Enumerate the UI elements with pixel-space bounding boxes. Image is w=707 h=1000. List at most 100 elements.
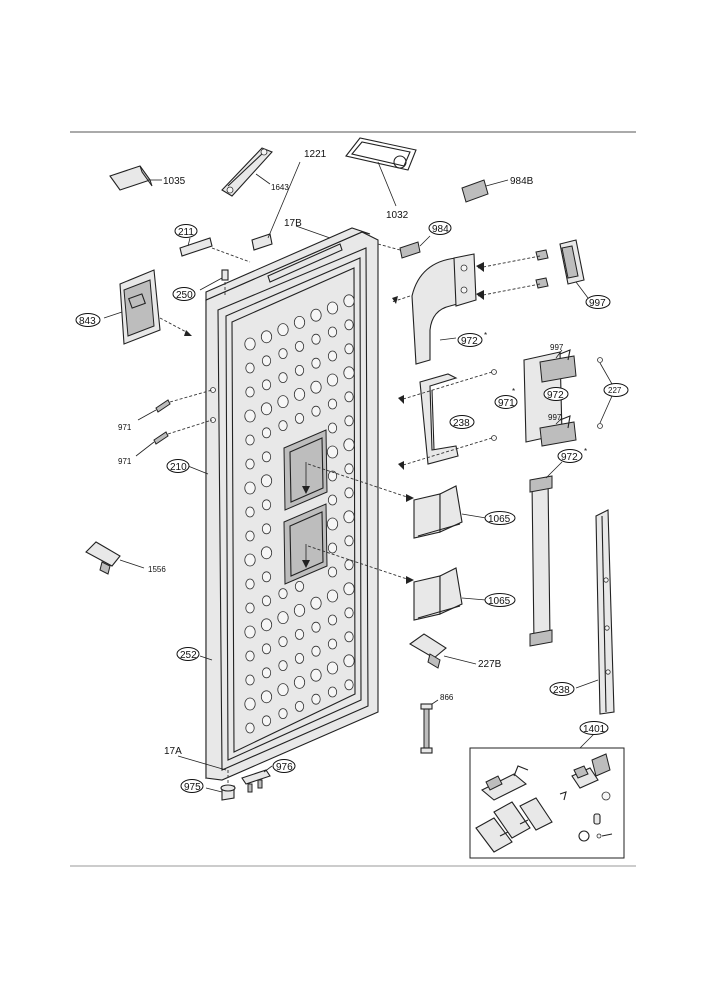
door-dimple <box>245 458 255 470</box>
label-238-long: 238 <box>549 682 575 696</box>
label-227B: 227B <box>478 659 502 670</box>
svg-text:972: 972 <box>547 390 564 401</box>
door-dimple <box>327 398 338 410</box>
label-oval <box>579 721 609 735</box>
svg-text:252: 252 <box>180 650 197 661</box>
door-dimple <box>326 589 339 603</box>
door-dimple <box>343 294 355 308</box>
label-1556: 1556 <box>148 565 166 574</box>
label-oval <box>75 313 101 327</box>
part-1065-lower <box>302 544 487 621</box>
label-oval <box>494 395 518 409</box>
door-dimple <box>326 445 339 459</box>
label-997-top: 997 <box>585 295 611 309</box>
part-972-long-bar <box>529 461 563 647</box>
door-dimple <box>278 420 288 432</box>
lead-210 <box>187 465 209 475</box>
door-dimple <box>244 481 256 495</box>
door-dimple <box>245 506 255 518</box>
label-210: 210 <box>166 459 190 473</box>
door-dimple <box>260 618 273 632</box>
door-dimple <box>311 405 321 417</box>
label-972-upper: 972* <box>457 331 487 347</box>
part-238-handle-mid <box>398 369 497 470</box>
part-866-shape <box>420 699 439 754</box>
door-dimple <box>344 631 354 643</box>
door-dimple <box>278 708 288 719</box>
door-dimple <box>327 542 338 554</box>
svg-text:1643: 1643 <box>271 183 289 192</box>
svg-text:227B: 227B <box>478 659 502 670</box>
door-dimple <box>261 595 272 607</box>
door-dimple <box>278 636 288 647</box>
door-dimple <box>294 701 305 712</box>
door-dimple <box>244 409 256 423</box>
svg-text:1065: 1065 <box>488 596 511 607</box>
part-997-bracket-top <box>476 239 589 300</box>
part-227-clips <box>597 357 613 429</box>
label-oval <box>428 221 452 235</box>
svg-text:17B: 17B <box>284 218 302 229</box>
door-dimple <box>310 380 322 394</box>
door-dimple-pattern <box>244 294 355 734</box>
label-843: 843 <box>75 313 101 327</box>
svg-text:976: 976 <box>276 762 293 773</box>
svg-text:972: 972 <box>461 336 478 347</box>
svg-text:997: 997 <box>550 343 564 352</box>
door-dimple <box>344 391 354 403</box>
svg-text:843: 843 <box>79 316 96 327</box>
label-976: 976 <box>272 759 296 773</box>
part-984-shape <box>377 235 431 259</box>
door-dimple <box>260 474 273 488</box>
label-oval <box>549 682 575 696</box>
door-dimple <box>327 470 338 482</box>
door-dimple <box>327 350 338 362</box>
label-997-hinge-top: 997 <box>550 343 564 352</box>
part-1032-shape <box>345 137 417 207</box>
door-dimple <box>327 326 338 338</box>
label-1032: 1032 <box>386 210 409 221</box>
label-227: 227 <box>603 383 629 397</box>
svg-text:*: * <box>584 447 587 456</box>
part-1035-shape <box>109 165 162 191</box>
label-1065-lower: 1065 <box>484 593 516 607</box>
svg-text:1035: 1035 <box>163 176 186 187</box>
door-dimple <box>245 722 255 734</box>
door-dimple <box>344 487 354 499</box>
svg-text:211: 211 <box>178 227 194 238</box>
svg-text:1556: 1556 <box>148 565 166 574</box>
label-oval <box>174 224 198 238</box>
door-dimple <box>344 343 354 355</box>
door-dimple <box>343 654 355 668</box>
label-984B: 984B <box>510 176 534 187</box>
door-dimple <box>294 340 305 352</box>
svg-text:997: 997 <box>589 298 606 309</box>
part-1065-upper <box>302 462 487 539</box>
door-dimple <box>278 588 288 599</box>
door-assembly <box>205 227 379 781</box>
label-oval <box>585 295 611 309</box>
door-dimple <box>293 676 306 689</box>
label-oval <box>603 383 629 397</box>
part-1556-shape <box>85 541 145 575</box>
part-1643-shape <box>221 147 273 197</box>
door-dimple <box>293 315 306 329</box>
svg-text:971: 971 <box>118 457 132 466</box>
door-dimple <box>344 607 354 619</box>
door-dimple <box>310 308 322 322</box>
label-17B: 17B <box>284 218 302 229</box>
svg-text:866: 866 <box>440 693 454 702</box>
svg-text:250: 250 <box>176 290 193 301</box>
label-975: 975 <box>180 779 204 793</box>
door-dimple <box>244 625 256 639</box>
door-dimple <box>326 301 339 315</box>
svg-text:1065: 1065 <box>488 514 511 525</box>
label-oval <box>543 387 569 401</box>
door-dimple <box>327 638 338 650</box>
label-1401: 1401 <box>579 721 609 735</box>
label-238-mid: 238 <box>449 415 475 429</box>
door-dimple <box>344 463 354 475</box>
door-dimple <box>260 546 273 560</box>
part-238-long-trim <box>575 509 615 715</box>
